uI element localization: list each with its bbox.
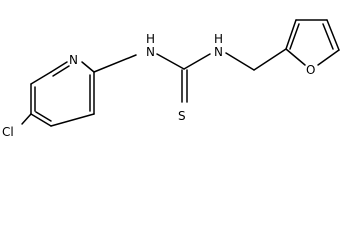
bond-c1-n [50, 61, 68, 73]
furan-oxygen-label: O [306, 63, 315, 77]
bond-nright-ch2 [225, 52, 255, 71]
bond-c3-c4 [50, 113, 95, 127]
bond-nleft-c [156, 53, 185, 70]
bond-n-c2 [81, 61, 95, 73]
left-nh-h-label: H [146, 32, 155, 46]
bond-c4-c5-double [35, 111, 52, 122]
bond-c-nright [183, 53, 211, 70]
chlorine-label: Cl [2, 125, 14, 139]
bond-ring-cl [21, 113, 32, 125]
bond-ch2-furan [253, 48, 287, 71]
bond-fc5-o [317, 49, 340, 66]
bond-fc4-fc5-double [322, 23, 334, 50]
bond-fc2-fc3 [285, 19, 297, 50]
bond-c1-n-double [52, 65, 70, 77]
furan-ring [285, 19, 340, 66]
molecule-drawing: Cl N H N S H N O [2, 19, 340, 139]
bond-o-fc2 [285, 48, 306, 66]
left-nh-n-label: N [146, 45, 155, 59]
bond-fc4-fc5 [326, 19, 340, 51]
chemical-structure-canvas: Cl N H N S H N O [2, 19, 340, 139]
bond-c6-c1 [30, 71, 52, 85]
pyridine-ring [30, 61, 95, 127]
sulfur-label: S [178, 109, 186, 123]
pyridine-nitrogen-label: N [69, 53, 78, 67]
bond-fc2-fc3-double [289, 23, 300, 50]
bond-c4-c5 [30, 113, 52, 127]
right-nh-n-label: N [214, 45, 223, 59]
bond-ring-nh-left [93, 54, 137, 73]
right-nh-h-label: H [214, 32, 223, 46]
